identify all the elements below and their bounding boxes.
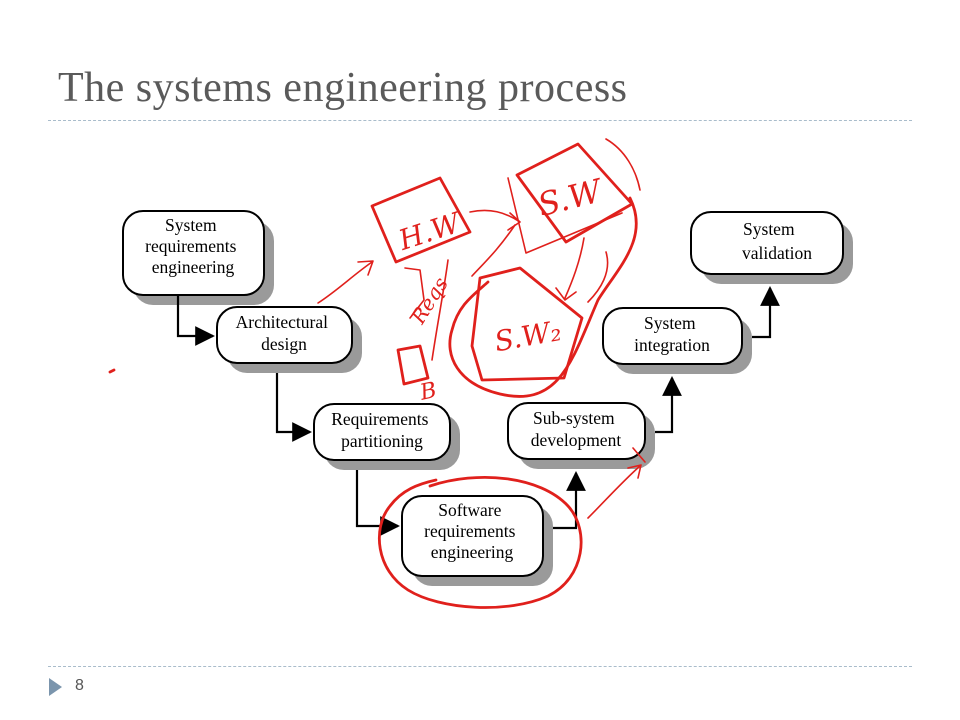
subsystem-tick-stroke (632, 447, 646, 463)
connector-arrow (553, 471, 586, 530)
box-label-line: engineering (431, 542, 514, 562)
loop-inner-stroke (587, 251, 609, 303)
svg-text:Requirements partitionin: Requirements partitioning (331, 409, 433, 451)
svg-text:System requirements: System requirements engineering (145, 215, 241, 277)
b-label: B (417, 378, 439, 406)
box-label-line: design (261, 334, 307, 354)
box-label-line: System (165, 215, 217, 235)
large-loop-stroke (448, 196, 638, 398)
slide-title: The systems engineering process (58, 65, 628, 111)
sw-box-extra-stroke (605, 138, 641, 191)
hw-box-stroke (370, 176, 472, 264)
hw-sw-arrow (469, 209, 521, 231)
box-label-line: integration (634, 335, 710, 355)
box-label-line: System (743, 219, 795, 239)
box-label-line: development (531, 430, 622, 450)
title-divider (48, 120, 912, 121)
box-architectural-design: Architectural design (216, 306, 362, 373)
footer-triangle-icon (49, 678, 62, 696)
box-label-line: requirements (424, 521, 516, 541)
box-label-line: System (644, 313, 696, 333)
box-label-line: Architectural (236, 312, 328, 332)
box-label-line: partitioning (341, 431, 423, 451)
svg-text:System integration: System integration (634, 313, 710, 355)
stray-dot (108, 368, 116, 374)
sw2-box-stroke (470, 266, 584, 382)
box-system-validation: System validation (690, 211, 853, 284)
box-label-line: Sub-system (533, 408, 615, 428)
box-system-integration: System integration (602, 307, 752, 374)
connector-arrow (752, 286, 780, 339)
svg-text:Software requirements: Software requirements engineering (424, 500, 520, 562)
sw-to-sw2-arrow (555, 237, 585, 301)
connector-arrow (655, 376, 682, 434)
svg-text:Architectural design: Architectural design (236, 312, 333, 354)
box-label-line: Software (438, 500, 501, 520)
footer-divider (48, 666, 912, 667)
software-to-subsystem-arrow (587, 464, 642, 519)
hw-to-reqs-stroke (431, 259, 449, 361)
box-software-requirements-engineering: Software requirements engineering (401, 495, 553, 586)
box-label-line: requirements (145, 236, 237, 256)
handwritten-annotations: H.W S.W S.W₂ Reqs B (108, 138, 646, 609)
connector-arrow (275, 373, 312, 442)
sw2-label: S.W₂ (492, 314, 564, 358)
arch-to-hw-arrow (317, 260, 374, 304)
page-number: 8 (75, 677, 84, 694)
box-sub-system-development: Sub-system development (507, 402, 655, 469)
box-label-line: engineering (152, 257, 235, 277)
box-label-line: Requirements (331, 409, 428, 429)
box-requirements-partitioning: Requirements partitioning (313, 403, 460, 470)
svg-text:Sub-system development: Sub-system development (531, 408, 622, 450)
box-system-requirements-engineering: System requirements engineering (122, 210, 274, 305)
sw-box-extra-stroke (507, 177, 623, 254)
box-label-line: validation (742, 243, 812, 263)
reqs-label: Reqs (406, 273, 453, 329)
connector-arrow (176, 295, 215, 346)
reqs-bracket-stroke (404, 267, 425, 319)
hw-sw-arrow (471, 224, 516, 277)
connector-arrow (355, 470, 400, 536)
svg-text:System validation: System validation (742, 219, 812, 263)
b-note-stroke (396, 344, 430, 386)
software-box-circle-stroke (377, 476, 583, 609)
sw-label: S.W (534, 171, 608, 224)
